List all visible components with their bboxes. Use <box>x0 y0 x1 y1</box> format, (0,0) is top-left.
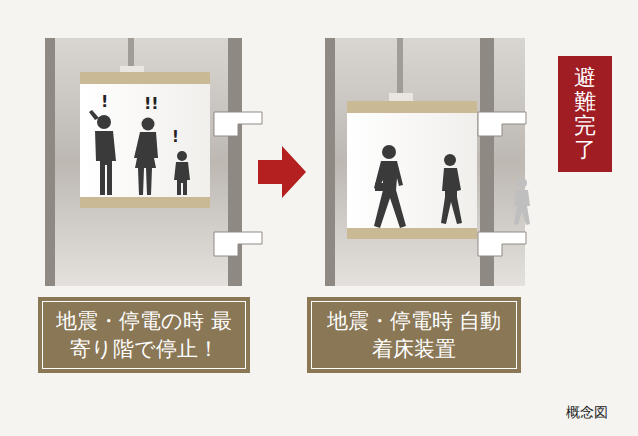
exclamation-mark: ! <box>101 92 108 111</box>
exclamation-mark: ! <box>172 128 179 146</box>
caption-box: 地震・停電の時 最寄り階で停止！ <box>38 297 250 373</box>
caption-text: 地震・停電時 自動着床装置 <box>317 307 511 364</box>
caption-text: 避難完了 <box>574 66 596 163</box>
right-shaft <box>325 38 530 286</box>
exclamation-mark: !! <box>144 94 159 113</box>
left-shaft <box>45 38 262 286</box>
status-band: 避難完了 <box>558 56 612 172</box>
caption-box: 地震・停電時 自動着床装置 <box>307 297 521 373</box>
caption-text: 地震・停電の時 最寄り階で停止！ <box>48 307 240 364</box>
red-arrow <box>258 146 306 198</box>
note-label: 概念図 <box>566 404 608 422</box>
